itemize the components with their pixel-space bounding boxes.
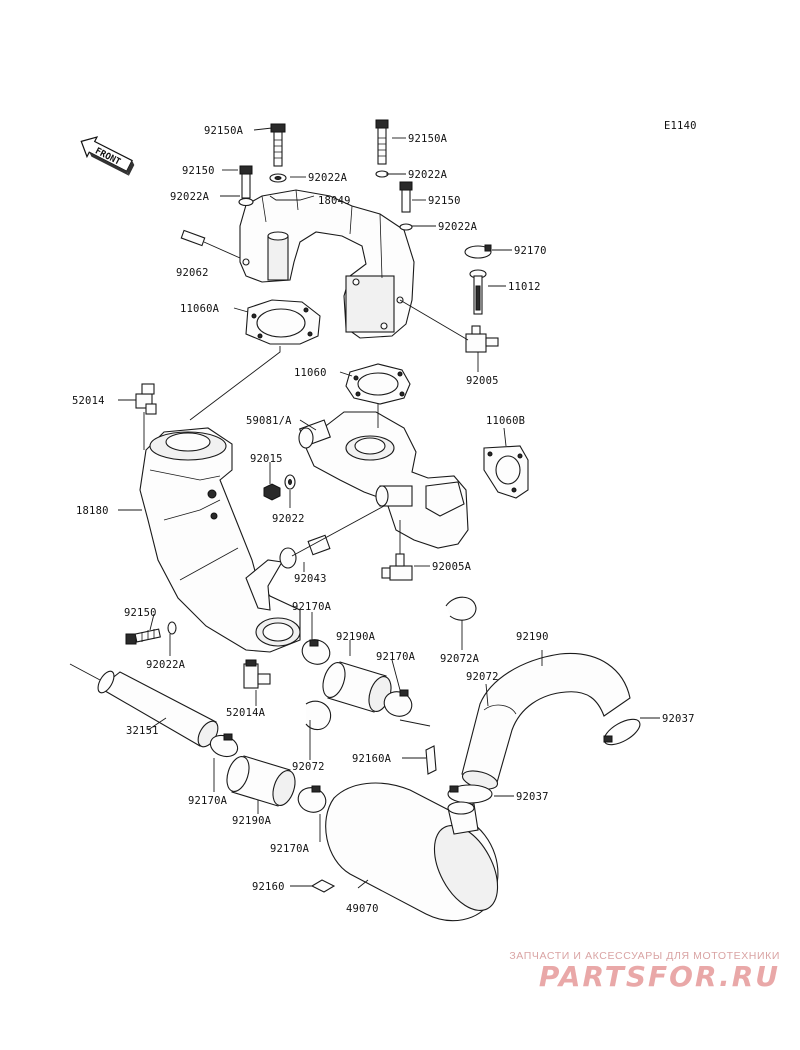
bolt-92150-left: [239, 165, 253, 199]
label-92150: 92150: [428, 195, 461, 207]
gasket-11060: [345, 363, 411, 405]
clamp-92072A: [445, 596, 477, 621]
fitting-92005: [465, 325, 499, 353]
clamp-92037-upper: [603, 718, 641, 746]
nut-92015: [263, 483, 281, 501]
bracket-92160A: [425, 745, 437, 775]
elbow-52014A: [243, 659, 271, 689]
gasket-11060A: [245, 299, 321, 345]
bolt-92150-lower: [125, 628, 161, 645]
label-18180: 18180: [76, 505, 109, 517]
label-59081-a: 59081/A: [246, 415, 292, 427]
washer-92022A-top-left: [269, 173, 287, 183]
clamp-92170A-a: [301, 639, 331, 665]
label-11060: 11060: [294, 367, 327, 379]
label-92062: 92062: [176, 267, 209, 279]
label-92022A: 92022A: [308, 172, 348, 184]
label-92072A: 92072A: [440, 653, 480, 665]
label-18049: 18049: [318, 195, 351, 207]
clamp-92170A-d: [297, 785, 327, 813]
label-92170A: 92170A: [376, 651, 416, 663]
clamp-92170A-c: [209, 733, 239, 758]
label-92022A: 92022A: [438, 221, 478, 233]
hose-11012: [469, 269, 487, 315]
clamp-92037-lower: [447, 784, 493, 804]
label-92072: 92072: [466, 671, 499, 683]
part-labels: 92150A 92150A 92150 92022A 92022A 92022A…: [72, 125, 695, 915]
label-11060A: 11060A: [180, 303, 220, 315]
label-92037: 92037: [662, 713, 695, 725]
clamp-92170: [464, 244, 492, 259]
label-92150A: 92150A: [408, 133, 448, 145]
bushing-92043: [279, 505, 385, 569]
label-32151: 32151: [126, 725, 159, 737]
label-92160A: 92160A: [352, 753, 392, 765]
pad-92160: [310, 879, 336, 893]
label-52014: 52014: [72, 395, 105, 407]
label-52014A: 52014A: [226, 707, 266, 719]
label-92043: 92043: [294, 573, 327, 585]
muffler-49070: [325, 782, 499, 922]
washer-92022: [284, 474, 296, 490]
leader-lines: [118, 127, 660, 889]
label-92022A: 92022A: [170, 191, 210, 203]
label-92160: 92160: [252, 881, 285, 893]
bolt-92150A-right: [375, 119, 389, 165]
gasket-11060B: [483, 445, 529, 499]
hose-92190A-lower: [226, 755, 296, 807]
watermark-tagline: ЗАПЧАСТИ И АКСЕССУАРЫ ДЛЯ МОТОТЕХНИКИ: [509, 950, 780, 962]
label-92170A: 92170A: [292, 601, 332, 613]
label-11060B: 11060B: [486, 415, 525, 427]
front-arrow-icon: FRONT: [80, 136, 135, 176]
label-92150: 92150: [124, 607, 157, 619]
hose-92190A-middle: [322, 661, 392, 713]
expansion-chamber-18180: [139, 427, 301, 653]
washer-92022A-right: [399, 223, 413, 231]
label-92022: 92022: [272, 513, 305, 525]
clamp-92170A-b: [383, 689, 413, 717]
label-92150A: 92150A: [204, 125, 244, 137]
label-92072: 92072: [292, 761, 325, 773]
washer-92022A-lower: [167, 621, 177, 635]
bolt-92150-right: [399, 181, 413, 213]
label-11012: 11012: [508, 281, 541, 293]
label-92005A: 92005A: [432, 561, 472, 573]
label-92022A: 92022A: [408, 169, 448, 181]
tube-32151: [69, 663, 219, 748]
exhaust-manifold: [239, 189, 415, 339]
diagram-code: E1140: [664, 120, 697, 132]
washer-92022A-left: [238, 197, 254, 207]
label-92022A: 92022A: [146, 659, 186, 671]
label-92190A: 92190A: [232, 815, 272, 827]
bolt-92150A-left: [270, 123, 286, 167]
label-92037: 92037: [516, 791, 549, 803]
label-92190A: 92190A: [336, 631, 376, 643]
water-jacket-59081: [298, 411, 469, 549]
clamp-92072-middle: [305, 700, 332, 731]
elbow-52014: [135, 383, 157, 415]
site-watermark: ЗАПЧАСТИ И АКСЕССУАРЫ ДЛЯ МОТОТЕХНИКИ PA…: [509, 950, 780, 992]
label-92170A: 92170A: [188, 795, 228, 807]
label-92170: 92170: [514, 245, 547, 257]
stud-92062: [180, 229, 241, 259]
label-92170A: 92170A: [270, 843, 310, 855]
watermark-logo: PARTSFOR.RU: [538, 960, 780, 993]
label-92190: 92190: [516, 631, 549, 643]
label-49070: 49070: [346, 903, 379, 915]
label-92005: 92005: [466, 375, 499, 387]
label-92015: 92015: [250, 453, 283, 465]
fitting-92005A: [381, 520, 413, 581]
label-92150: 92150: [182, 165, 215, 177]
